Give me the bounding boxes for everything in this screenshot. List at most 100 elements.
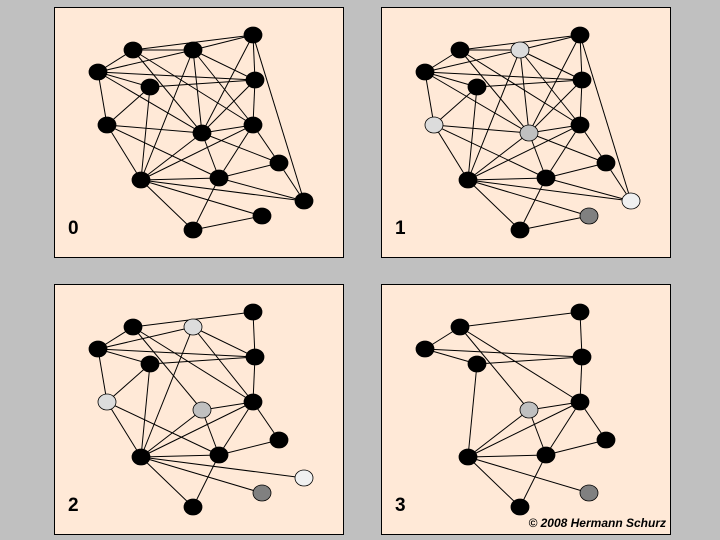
graph-node — [183, 318, 203, 336]
graph-node — [579, 207, 599, 225]
graph-node — [131, 448, 151, 466]
graph-edge — [218, 401, 254, 456]
graph-edge — [97, 326, 194, 350]
graph-edge — [433, 124, 530, 134]
graph-edge — [192, 49, 203, 134]
graph-node — [510, 498, 530, 516]
graph-edge — [467, 132, 530, 181]
graph-node — [415, 63, 435, 81]
graph-edge — [106, 401, 142, 458]
graph-canvas — [415, 303, 616, 516]
graph-edge — [106, 86, 151, 126]
panel-label: 2 — [68, 495, 79, 516]
graph-edge — [519, 177, 547, 231]
graph-edge — [132, 326, 254, 403]
graph-node — [97, 116, 117, 134]
graph-edge — [192, 326, 256, 358]
graph-edge — [467, 49, 521, 181]
graph-edge — [433, 124, 547, 179]
graph-edge — [201, 34, 254, 134]
graph-edge — [424, 71, 435, 126]
graph-edge — [519, 49, 583, 81]
graph-node — [183, 221, 203, 239]
graph-node — [415, 340, 435, 358]
graph-node — [467, 78, 487, 96]
graph-edge — [519, 215, 590, 231]
graph-node — [243, 393, 263, 411]
graph-node — [245, 348, 265, 366]
graph-node — [243, 303, 263, 321]
graph-edge — [140, 179, 263, 217]
graph-node — [252, 207, 272, 225]
graph-node — [209, 169, 229, 187]
graph-edge — [545, 401, 581, 456]
graph-edge — [459, 326, 530, 411]
graph-node — [140, 78, 160, 96]
graph-edge — [467, 456, 521, 508]
graph-node — [570, 26, 590, 44]
graph-panel-1: 1 — [381, 7, 671, 258]
graph-edge — [201, 132, 280, 164]
graph-edge — [97, 348, 256, 358]
graph-edge — [218, 124, 254, 179]
graph-edge — [467, 86, 478, 181]
graph-node — [192, 124, 212, 142]
graph-canvas — [415, 26, 641, 239]
graph-edge — [424, 71, 583, 81]
graph-node — [570, 303, 590, 321]
graph-node — [536, 446, 556, 464]
graph-edge — [201, 79, 256, 134]
graph-edge — [132, 49, 203, 134]
graph-node — [510, 221, 530, 239]
graph-edge — [467, 363, 478, 458]
graph-edge — [467, 401, 581, 458]
graph-edge — [140, 456, 194, 508]
graph-edge — [140, 409, 203, 458]
graph-node — [131, 171, 151, 189]
graph-node — [269, 154, 289, 172]
graph-edge — [476, 356, 583, 365]
graph-edge — [545, 177, 632, 202]
graph-edge — [97, 71, 203, 134]
graph-panel-2: 2 — [54, 284, 344, 535]
graph-edge — [106, 401, 220, 456]
graph-edge — [424, 49, 521, 73]
graph-node — [510, 41, 530, 59]
graph-node — [245, 71, 265, 89]
graph-node — [519, 124, 539, 142]
graph-edge — [149, 356, 256, 365]
graph-edge — [467, 456, 590, 494]
graph-edge — [545, 162, 607, 179]
graph-edge — [140, 179, 305, 202]
graph-edge — [140, 456, 263, 494]
graph-node — [458, 448, 478, 466]
graph-edge — [519, 454, 547, 508]
graph-edge — [528, 79, 583, 134]
graph-edge — [140, 454, 220, 458]
graph-edge — [192, 34, 254, 51]
graph-edge — [192, 177, 220, 231]
graph-edge — [140, 49, 194, 181]
graph-edge — [467, 409, 530, 458]
graph-canvas — [88, 26, 314, 239]
graph-edge — [459, 49, 581, 126]
graph-edge — [467, 179, 632, 202]
graph-edge — [545, 124, 581, 179]
graph-edge — [140, 179, 194, 231]
graph-node — [450, 41, 470, 59]
graph-node — [183, 498, 203, 516]
graph-node — [424, 116, 444, 134]
graph-edge — [467, 124, 581, 181]
graph-node — [536, 169, 556, 187]
graph-edge — [192, 49, 254, 126]
graph-edge — [106, 363, 151, 403]
graph-edge — [106, 124, 203, 134]
graph-node — [123, 41, 143, 59]
graph-node — [519, 401, 539, 419]
graph-edge — [519, 49, 530, 134]
graph-edge — [106, 124, 220, 179]
graph-node — [572, 348, 592, 366]
graph-edge — [149, 79, 256, 88]
graph-edge — [467, 179, 590, 217]
graph-edge — [97, 49, 194, 73]
